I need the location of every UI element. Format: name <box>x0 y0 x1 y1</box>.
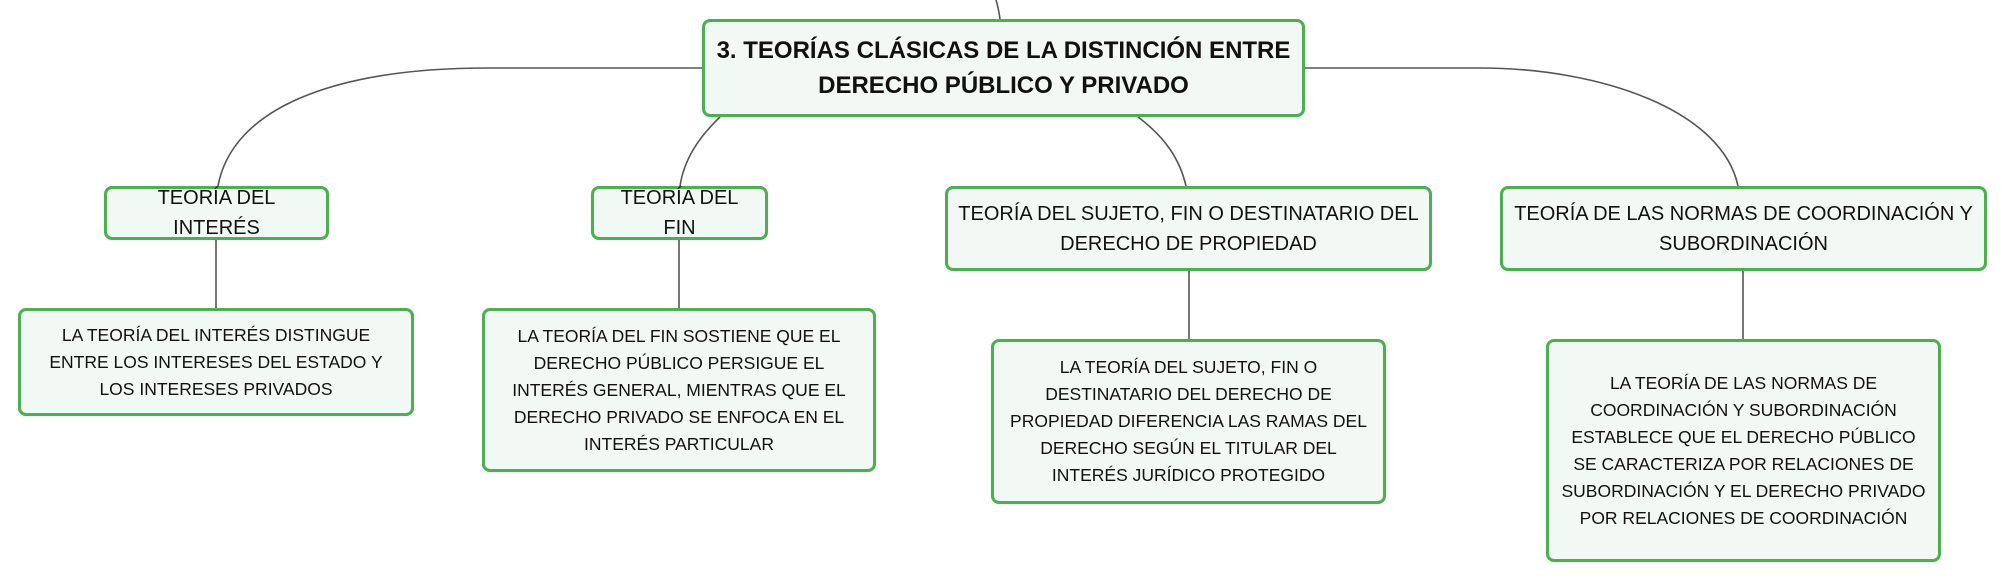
detail-text-teoria-del-interes: LA TEORÍA DEL INTERÉS DISTINGUE ENTRE LO… <box>49 324 383 399</box>
root-topic-label: 3. TEORÍAS CLÁSICAS DE LA DISTINCIÓN ENT… <box>716 37 1291 99</box>
connector-root-to-teoria-del-interes <box>217 67 702 187</box>
root-topic-node[interactable]: 3. TEORÍAS CLÁSICAS DE LA DISTINCIÓN ENT… <box>702 19 1305 117</box>
branch-node-teoria-del-fin[interactable]: TEORÍA DEL FIN <box>591 186 768 240</box>
connector-root-to-teoria-del-fin <box>679 116 721 187</box>
detail-node-teoria-del-interes[interactable]: LA TEORÍA DEL INTERÉS DISTINGUE ENTRE LO… <box>18 308 414 416</box>
branch-label-teoria-del-fin: TEORÍA DEL FIN <box>620 187 739 239</box>
branch-label-teoria-de-las-normas: TEORÍA DE LAS NORMAS DE COORDINACIÓN Y S… <box>1514 202 1973 255</box>
branch-node-teoria-del-interes[interactable]: TEORÍA DEL INTERÉS <box>104 186 329 240</box>
connector-root-to-teoria-de-las-normas <box>1305 67 1739 187</box>
detail-text-teoria-del-fin: LA TEORÍA DEL FIN SOSTIENE QUE EL DERECH… <box>512 325 846 454</box>
branch-node-teoria-de-las-normas[interactable]: TEORÍA DE LAS NORMAS DE COORDINACIÓN Y S… <box>1500 186 1987 271</box>
branch-label-teoria-del-interes: TEORÍA DEL INTERÉS <box>157 187 276 239</box>
branch-node-teoria-del-sujeto[interactable]: TEORÍA DEL SUJETO, FIN O DESTINATARIO DE… <box>945 186 1432 271</box>
detail-text-teoria-del-sujeto: LA TEORÍA DEL SUJETO, FIN O DESTINATARIO… <box>1010 357 1367 485</box>
connector-root-to-teoria-del-sujeto <box>1137 116 1187 187</box>
detail-node-teoria-del-sujeto[interactable]: LA TEORÍA DEL SUJETO, FIN O DESTINATARIO… <box>991 339 1386 504</box>
connector-parent-in <box>995 0 1001 20</box>
detail-text-teoria-de-las-normas: LA TEORÍA DE LAS NORMAS DE COORDINACIÓN … <box>1561 372 1926 528</box>
detail-node-teoria-de-las-normas[interactable]: LA TEORÍA DE LAS NORMAS DE COORDINACIÓN … <box>1546 339 1941 562</box>
branch-label-teoria-del-sujeto: TEORÍA DEL SUJETO, FIN O DESTINATARIO DE… <box>958 202 1419 255</box>
detail-node-teoria-del-fin[interactable]: LA TEORÍA DEL FIN SOSTIENE QUE EL DERECH… <box>482 308 876 472</box>
